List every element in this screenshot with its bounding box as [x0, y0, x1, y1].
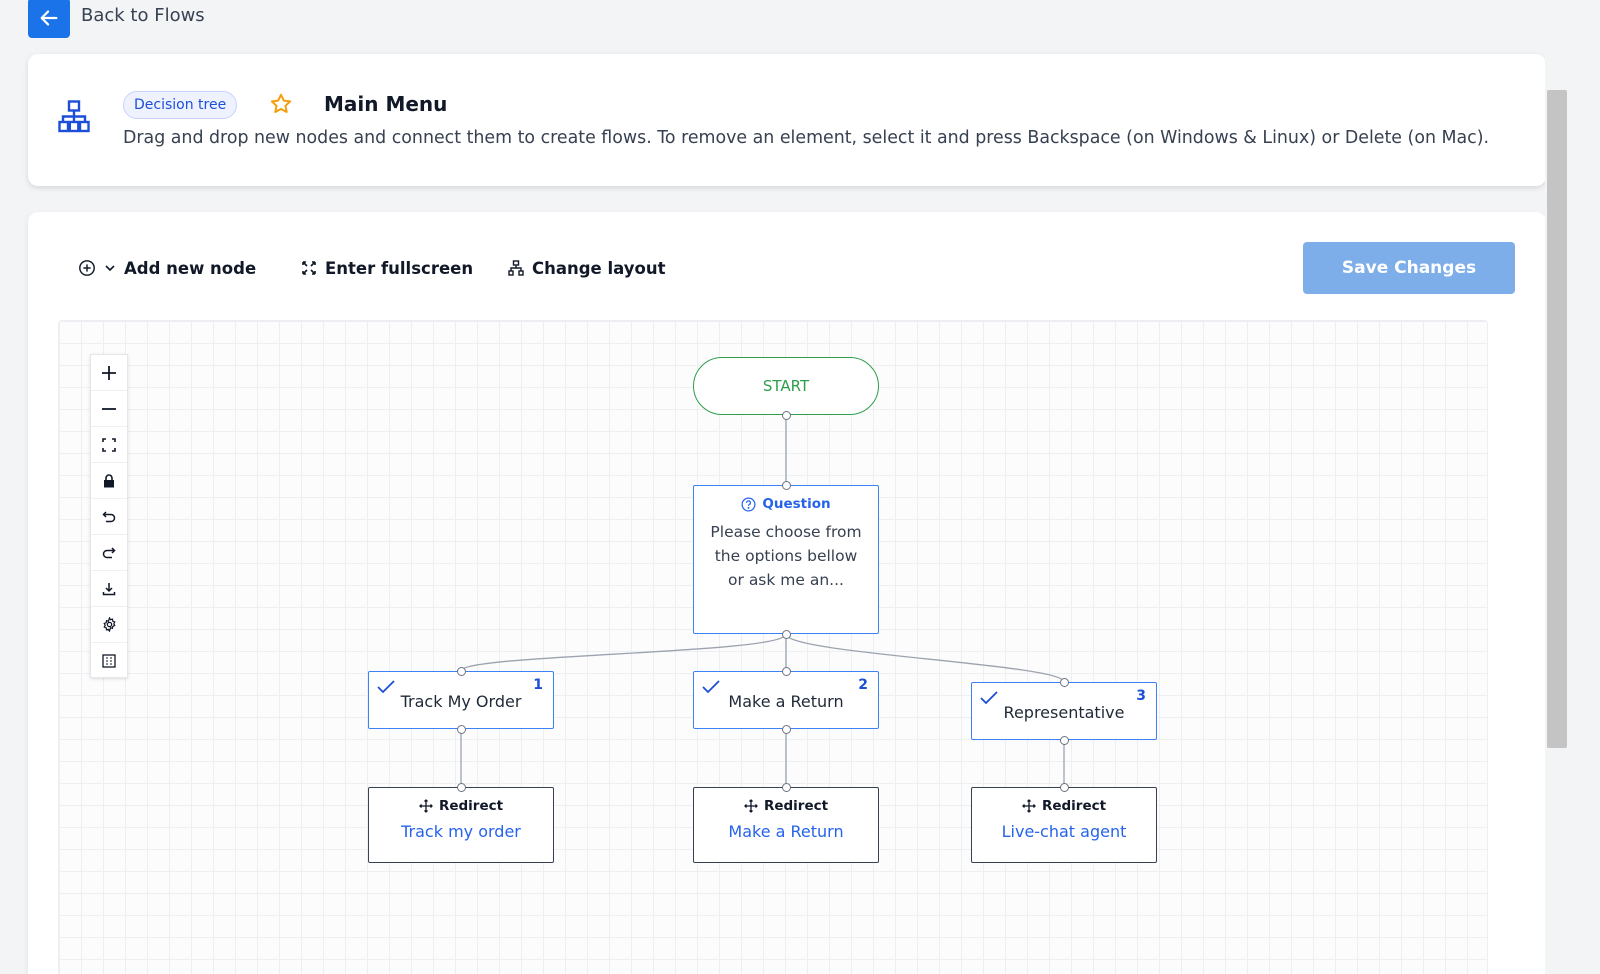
gear-icon [102, 617, 116, 632]
option-label: Track My Order [400, 692, 522, 711]
start-node[interactable]: START [693, 357, 879, 415]
redo-button[interactable] [91, 535, 127, 571]
undo-button[interactable] [91, 499, 127, 535]
option-number: 1 [533, 677, 543, 693]
enter-fullscreen-label: Enter fullscreen [325, 258, 474, 278]
star-icon[interactable] [269, 92, 293, 116]
lock-button[interactable] [91, 463, 127, 499]
redirect-node-type: Redirect [763, 798, 829, 814]
option-label: Make a Return [728, 692, 844, 711]
option-input-port[interactable] [781, 666, 791, 676]
redirect-node-type: Redirect [1041, 798, 1107, 814]
flow-edges [460, 415, 1065, 787]
plus-icon [102, 365, 116, 380]
canvas-controls [90, 354, 128, 678]
move-arrows-icon [1022, 799, 1036, 813]
download-button[interactable] [91, 571, 127, 607]
option-input-port[interactable] [456, 666, 466, 676]
zoom-in-button[interactable] [91, 355, 127, 391]
redirect-node-track-my-order[interactable]: Redirect Track my order [368, 787, 554, 863]
redirect-input-port[interactable] [1059, 782, 1069, 792]
add-new-node-label: Add new node [124, 258, 257, 278]
move-arrows-icon [419, 799, 433, 813]
question-node-type: Question [762, 496, 831, 512]
move-arrows-icon [744, 799, 758, 813]
scrollbar-thumb[interactable] [1547, 90, 1567, 748]
flow-type-badge: Decision tree [123, 91, 238, 119]
redirect-target-link[interactable]: Track my order [401, 822, 521, 841]
minus-icon [102, 407, 116, 410]
redo-icon [102, 546, 116, 558]
arrow-left-icon [40, 10, 58, 26]
question-node[interactable]: Question Please choose from the options … [693, 485, 879, 634]
back-button[interactable] [28, 0, 70, 38]
check-icon [980, 691, 998, 705]
redirect-node-live-chat-agent[interactable]: Redirect Live-chat agent [971, 787, 1157, 863]
flow-header-card: Decision tree Main Menu Drag and drop ne… [28, 54, 1546, 186]
minimap-button[interactable] [91, 643, 127, 679]
redirect-input-port[interactable] [781, 782, 791, 792]
expand-icon [302, 261, 316, 275]
add-new-node-button[interactable]: Add new node [78, 256, 256, 280]
flow-description: Drag and drop new nodes and connect them… [123, 128, 1490, 148]
question-input-port[interactable] [781, 480, 791, 490]
redirect-input-port[interactable] [456, 782, 466, 792]
option-node-track-my-order[interactable]: 1 Track My Order [368, 671, 554, 729]
redirect-target-link[interactable]: Make a Return [728, 822, 844, 841]
question-circle-icon [741, 497, 756, 511]
fit-view-icon [102, 437, 116, 452]
option-number: 3 [1136, 688, 1146, 704]
sitemap-icon [58, 100, 90, 133]
start-output-port[interactable] [781, 410, 791, 420]
download-icon [102, 582, 116, 595]
change-layout-button[interactable]: Change layout [508, 256, 666, 280]
question-node-text: Please choose from the options bellow or… [710, 523, 862, 589]
redirect-node-type: Redirect [438, 798, 504, 814]
option-number: 2 [858, 677, 868, 693]
undo-icon [102, 510, 116, 522]
hierarchy-icon [508, 260, 524, 276]
option-node-representative[interactable]: 3 Representative [971, 682, 1157, 740]
chevron-down-icon [105, 265, 115, 272]
save-changes-button[interactable]: Save Changes [1303, 242, 1515, 294]
flow-canvas[interactable]: START Question Please choose from the op… [58, 320, 1488, 974]
check-icon [377, 680, 395, 694]
option-output-port[interactable] [781, 724, 791, 734]
settings-button[interactable] [91, 607, 127, 643]
lock-icon [104, 473, 114, 487]
minimap-icon [102, 654, 116, 668]
redirect-target-link[interactable]: Live-chat agent [1001, 822, 1127, 841]
option-node-make-a-return[interactable]: 2 Make a Return [693, 671, 879, 729]
flow-editor-card: Add new node Enter fullscreen Change lay… [28, 212, 1546, 974]
fit-view-button[interactable] [91, 427, 127, 463]
question-output-port[interactable] [781, 629, 791, 639]
redirect-node-make-a-return[interactable]: Redirect Make a Return [693, 787, 879, 863]
option-output-port[interactable] [1059, 735, 1069, 745]
option-input-port[interactable] [1059, 677, 1069, 687]
check-icon [702, 680, 720, 694]
zoom-out-button[interactable] [91, 391, 127, 427]
option-output-port[interactable] [456, 724, 466, 734]
option-label: Representative [1003, 703, 1125, 722]
plus-circle-icon [79, 260, 95, 276]
change-layout-label: Change layout [532, 258, 666, 278]
back-to-flows-link[interactable]: Back to Flows [81, 5, 205, 26]
page-title: Main Menu [324, 92, 448, 116]
enter-fullscreen-button[interactable]: Enter fullscreen [301, 256, 473, 280]
